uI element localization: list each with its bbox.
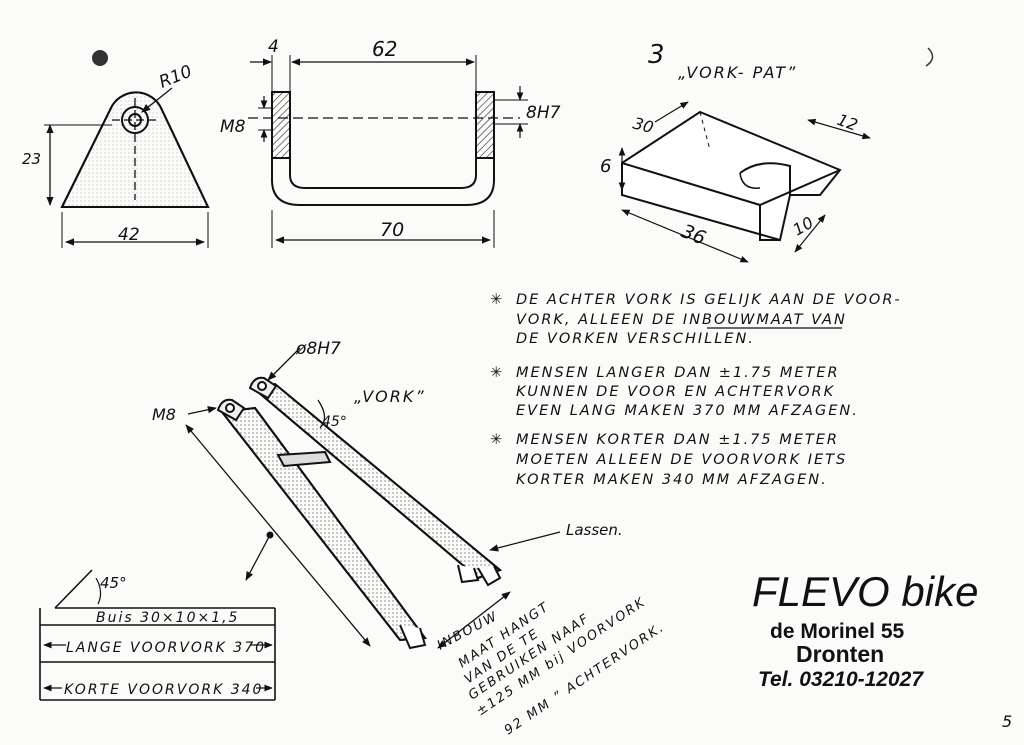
vork-pat-length: 36 — [678, 220, 709, 249]
note-3-line-1: MENSEN KORTER DAN ±1.75 METER — [516, 432, 839, 448]
bracket-drawing — [44, 87, 210, 248]
tube-angle-label: 45° — [100, 574, 127, 592]
note-1-line-2: VORK, ALLEEN DE INBOUWMAAT VAN — [516, 312, 847, 328]
tube-row-1: Buis 30×10×1,5 — [96, 610, 239, 626]
vork-pat-width: 10 — [790, 213, 817, 240]
bracket-height-label: 23 — [22, 150, 41, 168]
bracket-radius-label: R10 — [156, 62, 195, 93]
vork-pat-drawing — [618, 101, 871, 263]
company-phone: Tel. 03210-12027 — [758, 668, 924, 691]
note-2-line-1: MENSEN LANGER DAN ±1.75 METER — [516, 365, 840, 381]
tube-row-2: LANGE VOORVORK 370 — [66, 640, 266, 656]
tube-row-3: KORTE VOORVORK 340 — [64, 682, 263, 698]
page-mark-bottom: 5 — [1002, 712, 1012, 731]
fork-angle-label: 45° — [322, 414, 347, 430]
company-street: de Morinel 55 — [770, 620, 905, 643]
note-1-line-3: DE VORKEN VERSCHILLEN. — [516, 331, 755, 347]
company-logo: FLEVO bike — [752, 568, 978, 615]
vork-pat-depth: 30 — [631, 114, 656, 138]
u-fork-thread-label: M8 — [220, 117, 246, 137]
bracket-width-label: 42 — [118, 225, 140, 245]
company-city: Dronten — [796, 641, 884, 667]
fork-weld-label: Lassen. — [566, 521, 623, 539]
vork-pat-title: „VORK- PAT” — [678, 63, 797, 82]
note-1-line-1: DE ACHTER VORK IS GELIJK AAN DE VOOR- — [516, 292, 902, 308]
note-2-line-3: EVEN LANG MAKEN 370 MM AFZAGEN. — [516, 403, 859, 419]
punch-hole-mark — [92, 50, 108, 66]
tube-table-drawing — [39, 569, 276, 701]
notes-block: ✳ DE ACHTER VORK IS GELIJK AAN DE VOOR- … — [490, 292, 902, 488]
note-1-bullet: ✳ — [490, 292, 504, 308]
fork-bore-label: ø8H7 — [295, 339, 341, 359]
fork-thread-label: M8 — [152, 405, 176, 424]
u-fork-dim-left: 4 — [268, 37, 279, 57]
u-fork-drawing — [248, 55, 528, 248]
fork-title: „VORK” — [354, 387, 426, 406]
u-fork-width-label: 70 — [380, 219, 404, 241]
note-3-bullet: ✳ — [490, 432, 504, 448]
u-fork-bore-label: 8H7 — [526, 103, 561, 123]
note-3-line-2: MOETEN ALLEEN DE VOORVORK IETS — [516, 452, 847, 468]
note-2-bullet: ✳ — [490, 365, 504, 381]
corner-mark — [925, 47, 934, 67]
note-2-line-2: KUNNEN DE VOOR EN ACHTERVORK — [516, 384, 835, 400]
u-fork-dim-top: 62 — [372, 37, 397, 61]
note-3-line-3: KORTER MAKEN 340 MM AFZAGEN. — [516, 472, 828, 488]
vork-pat-height: 6 — [600, 156, 611, 177]
vork-pat-slot: 12 — [835, 110, 861, 135]
page-mark-top: 3 — [648, 40, 665, 70]
fork-drawing — [185, 347, 561, 650]
